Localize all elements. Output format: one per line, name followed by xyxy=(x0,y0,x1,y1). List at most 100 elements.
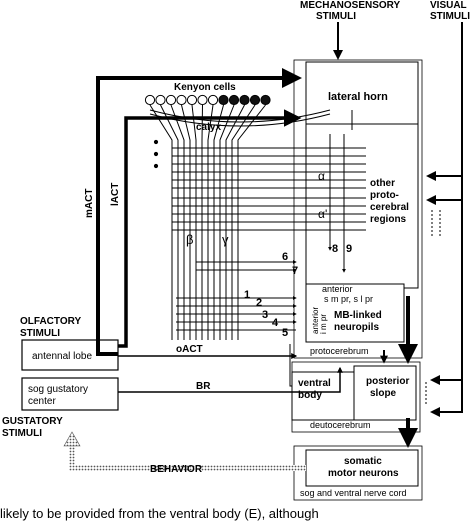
impr-vertical-label: i m pr xyxy=(319,314,328,334)
behavior-label: BEHAVIOR xyxy=(150,464,203,475)
number-4: 4 xyxy=(272,317,279,329)
behavior-arrow xyxy=(69,444,306,471)
kenyon-cell-body xyxy=(218,94,229,106)
other-protocerebral-label-4: regions xyxy=(370,214,407,225)
kenyon-cell-body xyxy=(249,94,261,106)
kenyon-cell-body xyxy=(186,94,198,106)
visual-label: VISUAL xyxy=(430,0,467,11)
number-5: 5 xyxy=(282,327,288,339)
other-protocerebral-label-1: other xyxy=(370,178,395,189)
kenyon-axon xyxy=(225,104,245,340)
kenyon-axon xyxy=(181,104,191,340)
lobe-output-lines xyxy=(153,139,366,231)
other-protocerebral-label-2: proto- xyxy=(370,190,399,201)
anterior-label: anterior xyxy=(322,284,353,294)
protocerebrum-label: protocerebrum xyxy=(310,346,369,356)
lateral-horn-box xyxy=(305,61,419,125)
caption-text: likely to be provided from the ventral b… xyxy=(0,506,319,521)
kenyon-axon-bundle xyxy=(149,104,266,340)
kenyon-cell-body xyxy=(197,94,208,106)
mechanosensory-label-2: STIMULI xyxy=(316,11,356,22)
gamma-label: γ xyxy=(222,232,229,247)
kenyon-axon xyxy=(237,104,266,340)
mb-linked-label: MB-linked xyxy=(334,310,382,321)
lact-label: lACT xyxy=(110,183,121,206)
kenyon-cell-body xyxy=(165,94,177,106)
posterior-slope-label-1: posterior xyxy=(366,376,409,387)
posterior-slope-box xyxy=(353,365,417,421)
number-2: 2 xyxy=(256,297,262,309)
mact-tract xyxy=(96,68,302,356)
synapse-dot xyxy=(153,139,159,145)
kenyon-cell-body xyxy=(155,94,166,106)
output-to-motor xyxy=(380,296,418,448)
visual-input xyxy=(426,22,463,417)
ascending-inputs xyxy=(425,210,441,404)
oact-label: oACT xyxy=(176,344,203,355)
kenyon-cells-label: Kenyon cells xyxy=(174,82,236,93)
mact-label: mACT xyxy=(84,189,95,218)
number-6: 6 xyxy=(282,251,288,263)
number-1: 1 xyxy=(244,289,250,301)
motor-neurons-label: motor neurons xyxy=(328,468,399,479)
olfactory-label-1: OLFACTORY xyxy=(20,316,81,327)
sog-gustatory-box xyxy=(21,377,119,411)
kenyon-axon xyxy=(213,104,224,340)
number-8: 8 xyxy=(332,243,338,255)
sog-vnc-label: sog and ventral nerve cord xyxy=(300,488,407,498)
number-9: 9 xyxy=(346,243,352,255)
subregions-label: s m pr, s l pr xyxy=(324,294,373,304)
kenyon-cell-body xyxy=(176,94,187,106)
gustatory-label-1: GUSTATORY xyxy=(2,416,63,427)
calyx-label: calyx xyxy=(196,122,221,133)
alpha-label: α xyxy=(318,169,325,183)
ventral-body-label-2: body xyxy=(298,390,322,401)
somatic-label: somatic xyxy=(344,456,382,467)
mb-linked-neuropils-box xyxy=(305,283,405,343)
lact-tract xyxy=(118,109,302,348)
synapse-dot xyxy=(153,163,159,169)
number-7: 7 xyxy=(292,265,298,277)
kenyon-cell-body xyxy=(144,94,156,106)
sog-gustatory-label-1: sog gustatory xyxy=(28,384,88,395)
kenyon-axon xyxy=(219,104,235,340)
sog-gustatory-label-2: center xyxy=(28,396,56,407)
synapse-dot xyxy=(153,151,159,157)
kenyon-cell-row xyxy=(144,94,271,106)
kenyon-cell-body xyxy=(260,94,271,106)
neuropils-label: neuropils xyxy=(334,322,379,333)
visual-label-2: STIMULI xyxy=(430,11,470,22)
sog-vnc-region xyxy=(293,445,423,501)
kenyon-axon xyxy=(207,104,214,340)
other-protocerebral-label-3: cerebral xyxy=(370,202,409,213)
number-3: 3 xyxy=(262,309,268,321)
numbered-pathways xyxy=(176,110,353,387)
alpha-prime-label: α' xyxy=(318,207,327,221)
anterior-vertical-label: anterior xyxy=(311,307,320,334)
kenyon-cell-body xyxy=(207,94,219,106)
calyx-structure xyxy=(149,109,331,127)
antennal-lobe-label: antennal lobe xyxy=(32,351,92,362)
kenyon-axon xyxy=(160,104,179,340)
ventral-body-box xyxy=(291,371,355,421)
br-tract xyxy=(118,366,343,393)
gustatory-label-2: STIMULI xyxy=(2,428,42,439)
kenyon-axon xyxy=(201,104,203,340)
kenyon-axon xyxy=(191,104,197,340)
posterior-slope-label-2: slope xyxy=(370,388,397,399)
mechanosensory-label: MECHANOSENSORY xyxy=(300,0,401,11)
br-label: BR xyxy=(196,381,211,392)
kenyon-axon xyxy=(170,104,185,340)
deutocerebrum-region xyxy=(291,361,421,433)
olfactory-label-2: STIMULI xyxy=(20,328,60,339)
kenyon-cell-body xyxy=(228,94,240,106)
lateral-horn-label: lateral horn xyxy=(328,91,388,103)
protocerebrum-region xyxy=(293,59,423,359)
kenyon-axon xyxy=(149,104,173,340)
behavior-arrowhead xyxy=(63,431,81,447)
ventral-body-label-1: ventral xyxy=(298,378,331,389)
kenyon-cell-body xyxy=(239,94,250,106)
deutocerebrum-label: deutocerebrum xyxy=(310,420,371,430)
kenyon-axon xyxy=(231,104,256,340)
